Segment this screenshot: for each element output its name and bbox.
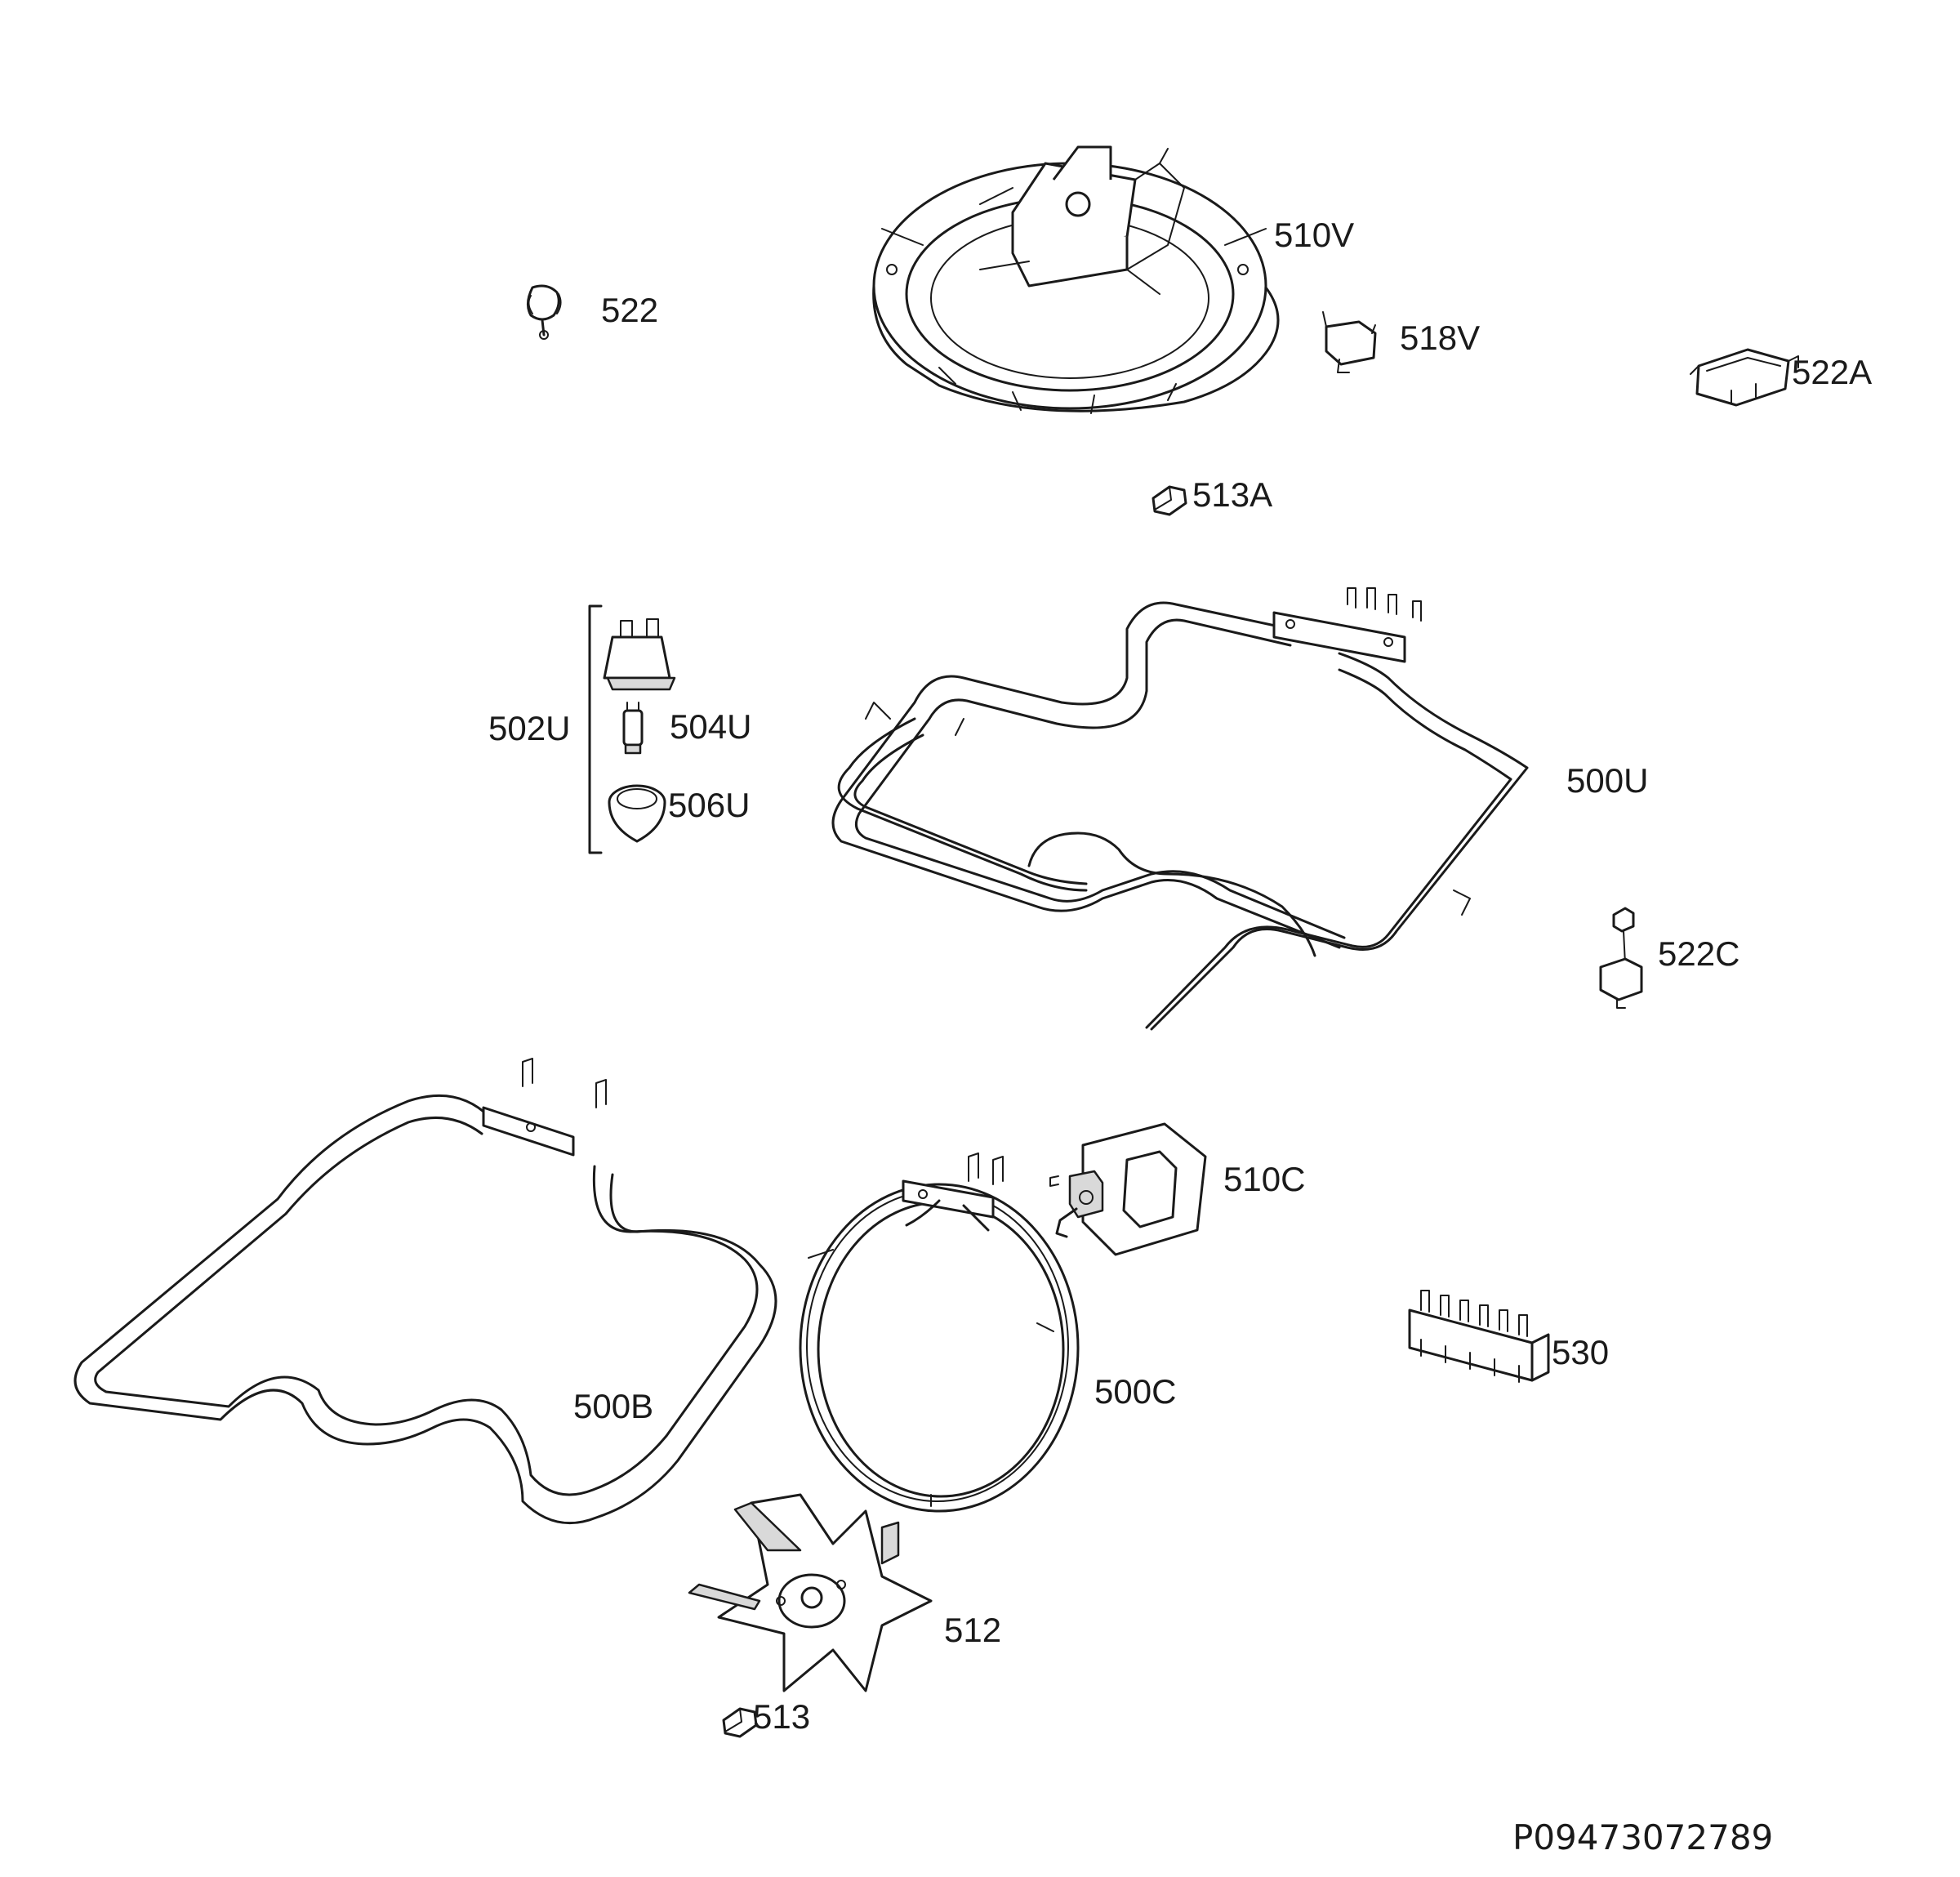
label-513: 513	[753, 1697, 810, 1736]
part-522A-sensor	[1690, 348, 1799, 407]
part-500B-lower-heating-element	[74, 1058, 777, 1525]
label-510C: 510C	[1223, 1160, 1305, 1198]
part-500U-upper-heating-element	[831, 587, 1529, 1031]
label-513A: 513A	[1192, 475, 1272, 514]
label-522A: 522A	[1792, 353, 1872, 391]
label-500B: 500B	[573, 1387, 653, 1425]
part-522-clip	[527, 284, 562, 340]
label-522: 522	[601, 291, 658, 329]
label-510V: 510V	[1274, 216, 1354, 254]
part-513A-nut	[1152, 485, 1187, 516]
part-510V-fan-motor-assembly	[872, 145, 1280, 414]
part-506U-lamp-cover	[608, 784, 666, 843]
document-id: P09473072789	[1512, 1817, 1773, 1857]
part-513-nut	[722, 1707, 758, 1738]
part-504U-lamp-holder	[603, 618, 676, 755]
label-530: 530	[1552, 1333, 1609, 1371]
label-512: 512	[944, 1611, 1001, 1649]
part-522C-sensor	[1599, 907, 1643, 1009]
label-506U: 506U	[668, 786, 750, 824]
label-518V: 518V	[1400, 319, 1480, 357]
label-522C: 522C	[1658, 934, 1740, 973]
label-500U: 500U	[1566, 761, 1648, 800]
part-512-fan-impeller	[688, 1493, 933, 1692]
label-502U: 502U	[488, 709, 570, 747]
part-518V-bracket	[1322, 311, 1377, 373]
part-500C-circular-heating-element	[799, 1153, 1080, 1513]
label-500C: 500C	[1094, 1372, 1176, 1411]
label-504U: 504U	[670, 707, 751, 746]
part-502U-lamp-assembly-bracket	[588, 604, 603, 854]
part-510C-motor	[1049, 1122, 1207, 1256]
part-530-terminal-block	[1408, 1290, 1550, 1383]
